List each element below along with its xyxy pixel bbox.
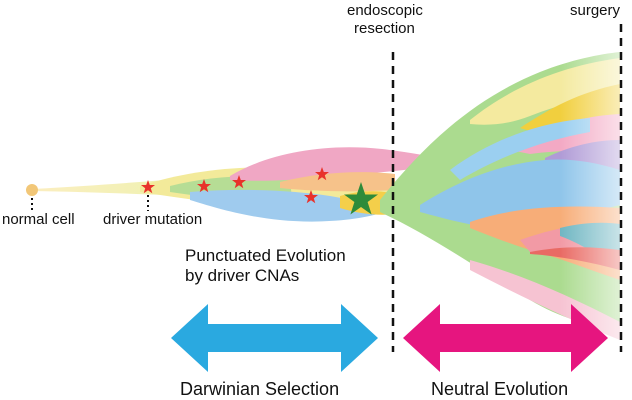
early-clone-pink (230, 147, 455, 181)
punctuated-evolution-line1: Punctuated Evolution (185, 246, 346, 265)
late-clone-blue-upper (450, 118, 590, 180)
driver-star-5 (304, 190, 318, 204)
endoscopic-label-line1: endoscopic (347, 2, 423, 19)
darwinian-selection-label: Darwinian Selection (180, 379, 340, 399)
neutral-evolution-arrow (403, 304, 608, 372)
driver-star-3 (232, 175, 246, 189)
driver-star-2 (197, 179, 211, 193)
early-clone-blue (190, 189, 385, 222)
surgery-label: surgery (570, 2, 621, 19)
driver-star-4 (315, 167, 329, 181)
driver-star-1 (141, 180, 155, 194)
early-clone-orange (280, 172, 395, 192)
endoscopic-label-line2: resection (354, 20, 415, 37)
darwinian-selection-arrow (171, 304, 378, 372)
driver-mutation-label: driver mutation (103, 211, 203, 228)
neutral-evolution-label: Neutral Evolution (431, 379, 569, 399)
cna-event-star (344, 182, 378, 215)
normal-cell-label: normal cell (2, 211, 75, 228)
normal-cell-dot (26, 184, 38, 196)
punctuated-evolution-line2: by driver CNAs (185, 266, 300, 285)
